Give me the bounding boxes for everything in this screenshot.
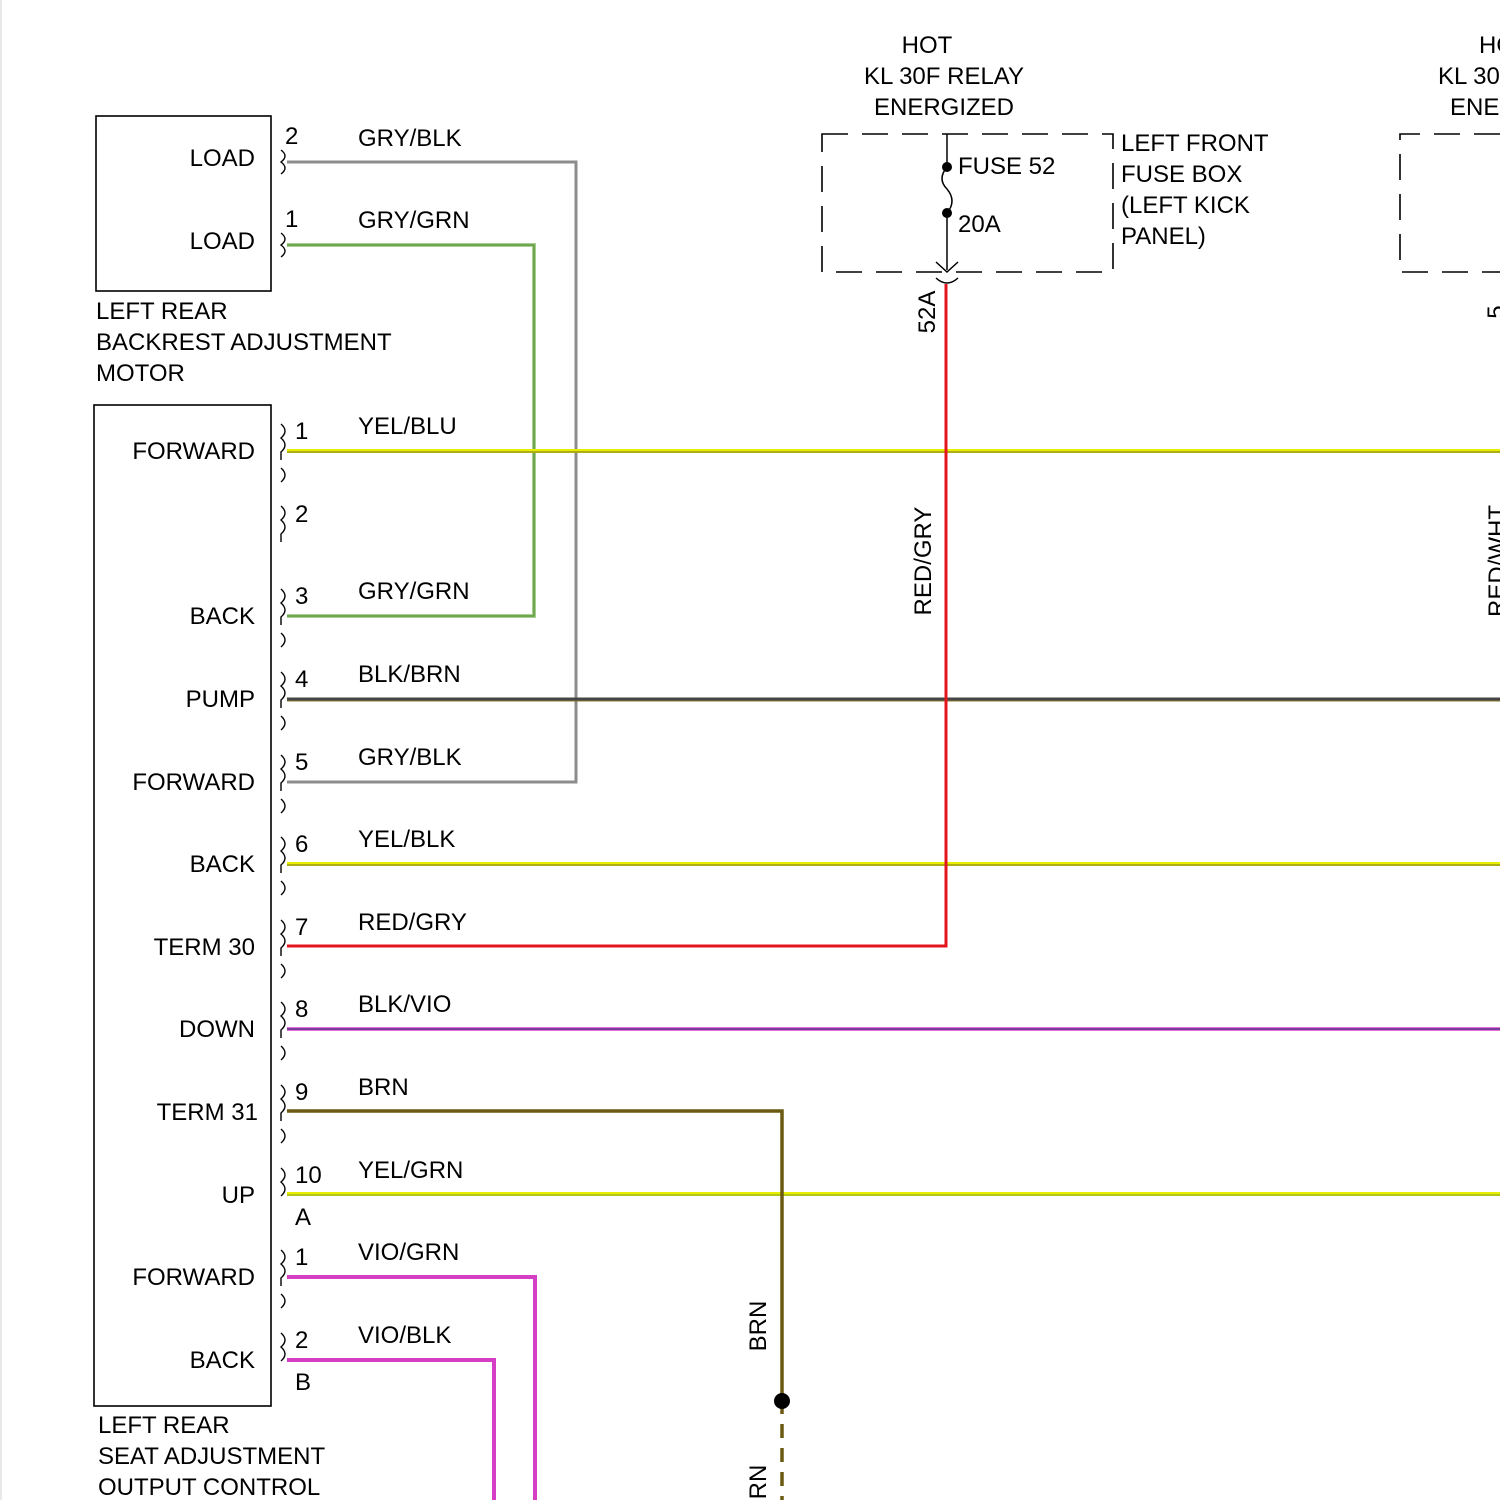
module-a10-number: 10 (295, 1162, 322, 1189)
label-wire-a10: YEL/GRN (358, 1157, 463, 1184)
power-feed: HOT KL 30F RELAY ENERGIZED FUSE 52 20A L… (822, 32, 1269, 615)
backrest-pin1-connector (281, 233, 285, 257)
fuse-box-line4: PANEL) (1121, 223, 1206, 250)
feed-wire-label: RED/GRY (910, 507, 937, 616)
module-a8-number: 8 (295, 996, 308, 1023)
fuse-output-connector (936, 278, 958, 283)
wires (287, 162, 1500, 1500)
right-fuse-box-outline (1400, 134, 1500, 272)
backrest-motor: LOAD LOAD 2 1 LEFT REAR BACKREST ADJUSTM… (96, 116, 392, 387)
wire-labels: GRY/BLK GRY/GRN YEL/BLU GRY/GRN BLK/BRN … (358, 125, 470, 1349)
label-wire-backrest-pin2: GRY/BLK (358, 125, 462, 152)
label-wire-a6: YEL/BLK (358, 826, 455, 853)
module-label-line3: OUTPUT CONTROL (98, 1474, 320, 1500)
backrest-pin1-number: 1 (285, 206, 298, 233)
module-a6-function: BACK (190, 851, 255, 878)
right-terminal-label: 5 (1483, 305, 1500, 318)
label-wire-a4: BLK/BRN (358, 661, 461, 688)
module-a7-function: TERM 30 (154, 934, 255, 961)
hot-line3: ENERGIZED (874, 94, 1014, 121)
label-wire-b2: VIO/BLK (358, 1322, 451, 1349)
seat-module: FORWARD BACK PUMP FORWARD BACK TERM 30 D… (94, 405, 325, 1500)
fuse-icon (942, 167, 952, 213)
backrest-label-line3: MOTOR (96, 360, 185, 387)
right-hot-line3: ENE (1450, 94, 1499, 121)
module-a8-function: DOWN (179, 1016, 255, 1043)
right-feed-wire-label: RED/WHT (1484, 505, 1500, 617)
module-a3-function: BACK (190, 603, 255, 630)
fuse-box-line3: (LEFT KICK (1121, 192, 1250, 219)
fuse-rating: 20A (958, 211, 1001, 238)
backrest-label-line1: LEFT REAR (96, 298, 228, 325)
right-hot-line2: KL 30 (1438, 63, 1500, 90)
ground-splice (774, 1393, 790, 1409)
module-a9-number: 9 (295, 1079, 308, 1106)
module-connectors (281, 424, 285, 1361)
module-a9-function: TERM 31 (157, 1099, 258, 1126)
hot-line1: HOT (902, 32, 953, 59)
module-a4-number: 4 (295, 666, 308, 693)
module-a5-number: 5 (295, 749, 308, 776)
backrest-pin2-connector (281, 150, 285, 174)
module-a5-function: FORWARD (132, 769, 255, 796)
label-wire-b1: VIO/GRN (358, 1239, 459, 1266)
module-a10-function: UP (222, 1182, 255, 1209)
module-b2-function: BACK (190, 1347, 255, 1374)
fuse-box-line1: LEFT FRONT (1121, 130, 1269, 157)
module-a1-number: 1 (295, 418, 308, 445)
ground-wire-label-upper: BRN (745, 1301, 772, 1352)
label-wire-a1: YEL/BLU (358, 413, 457, 440)
module-label-line1: LEFT REAR (98, 1412, 230, 1439)
backrest-pin2-number: 2 (285, 123, 298, 150)
backrest-pin1-function: LOAD (190, 228, 255, 255)
label-wire-a8: BLK/VIO (358, 991, 451, 1018)
module-b1-number: 1 (295, 1244, 308, 1271)
module-a2-number: 2 (295, 501, 308, 528)
module-b2-number: 2 (295, 1327, 308, 1354)
module-label-line2: SEAT ADJUSTMENT (98, 1443, 325, 1470)
module-a7-number: 7 (295, 914, 308, 941)
label-wire-backrest-pin1: GRY/GRN (358, 207, 470, 234)
label-wire-a7: RED/GRY (358, 909, 467, 936)
right-feed-partial: HO KL 30 ENE 5 RED/WHT (1400, 32, 1500, 617)
label-wire-a3: GRY/GRN (358, 578, 470, 605)
ground-labels: BRN RN (745, 1301, 772, 1500)
label-wire-a5: GRY/BLK (358, 744, 462, 771)
module-a4-function: PUMP (186, 686, 255, 713)
hot-line2: KL 30F RELAY (864, 63, 1024, 90)
fuse-terminal-label: 52A (914, 291, 941, 334)
backrest-label-line2: BACKREST ADJUSTMENT (96, 329, 392, 356)
ground-wire-label-lower: RN (745, 1465, 772, 1500)
module-a6-number: 6 (295, 831, 308, 858)
connector-a-label: A (295, 1204, 311, 1231)
fuse-box-line2: FUSE BOX (1121, 161, 1242, 188)
connector-b-label: B (295, 1369, 311, 1396)
fuse-name: FUSE 52 (958, 153, 1055, 180)
module-a3-number: 3 (295, 583, 308, 610)
label-wire-a9: BRN (358, 1074, 409, 1101)
module-a1-function: FORWARD (132, 438, 255, 465)
module-b1-function: FORWARD (132, 1264, 255, 1291)
backrest-pin2-function: LOAD (190, 145, 255, 172)
right-hot-line1: HO (1479, 32, 1500, 59)
